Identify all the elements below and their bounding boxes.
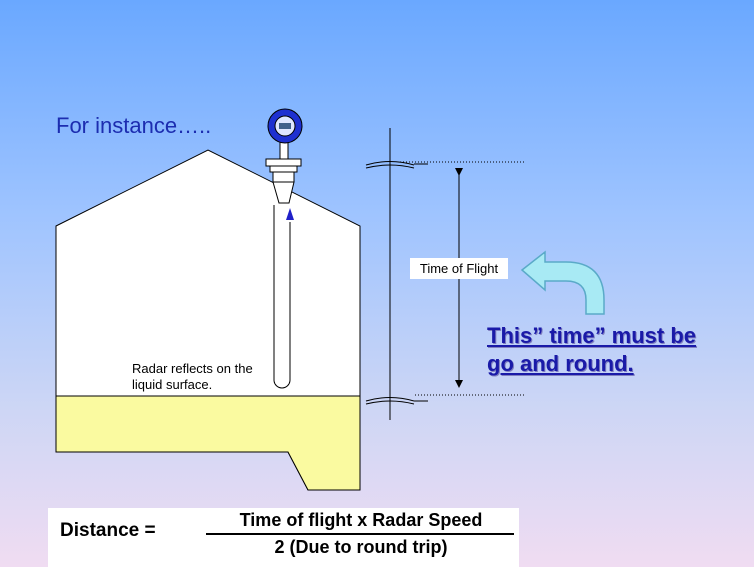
formula-denominator: 2 (Due to round trip) <box>274 537 448 557</box>
radar-up-arrow-icon <box>286 208 294 220</box>
top-break-marker <box>365 161 428 169</box>
intro-text: For instance….. <box>56 113 212 138</box>
fraction-bar <box>206 533 514 535</box>
callout-line-1: This” time” must be <box>487 323 697 348</box>
time-of-flight-label: Time of Flight <box>410 258 508 279</box>
formula-numerator: Time of flight x Radar Speed <box>239 510 483 530</box>
radar-beam-path <box>273 205 291 389</box>
formula-lhs: Distance = <box>60 520 156 541</box>
callout-text: This” time” must be go and round. <box>487 322 696 378</box>
distance-formula-box: Distance = Time of flight x Radar Speed … <box>48 508 519 567</box>
callout-line-2: go and round. <box>487 351 634 376</box>
liquid-fill <box>55 395 361 491</box>
radar-reflect-note: Radar reflects on the liquid surface. <box>132 361 253 392</box>
curved-arrow-icon <box>520 250 605 315</box>
radar-transmitter-icon <box>265 108 303 204</box>
bottom-break-marker <box>365 397 428 405</box>
